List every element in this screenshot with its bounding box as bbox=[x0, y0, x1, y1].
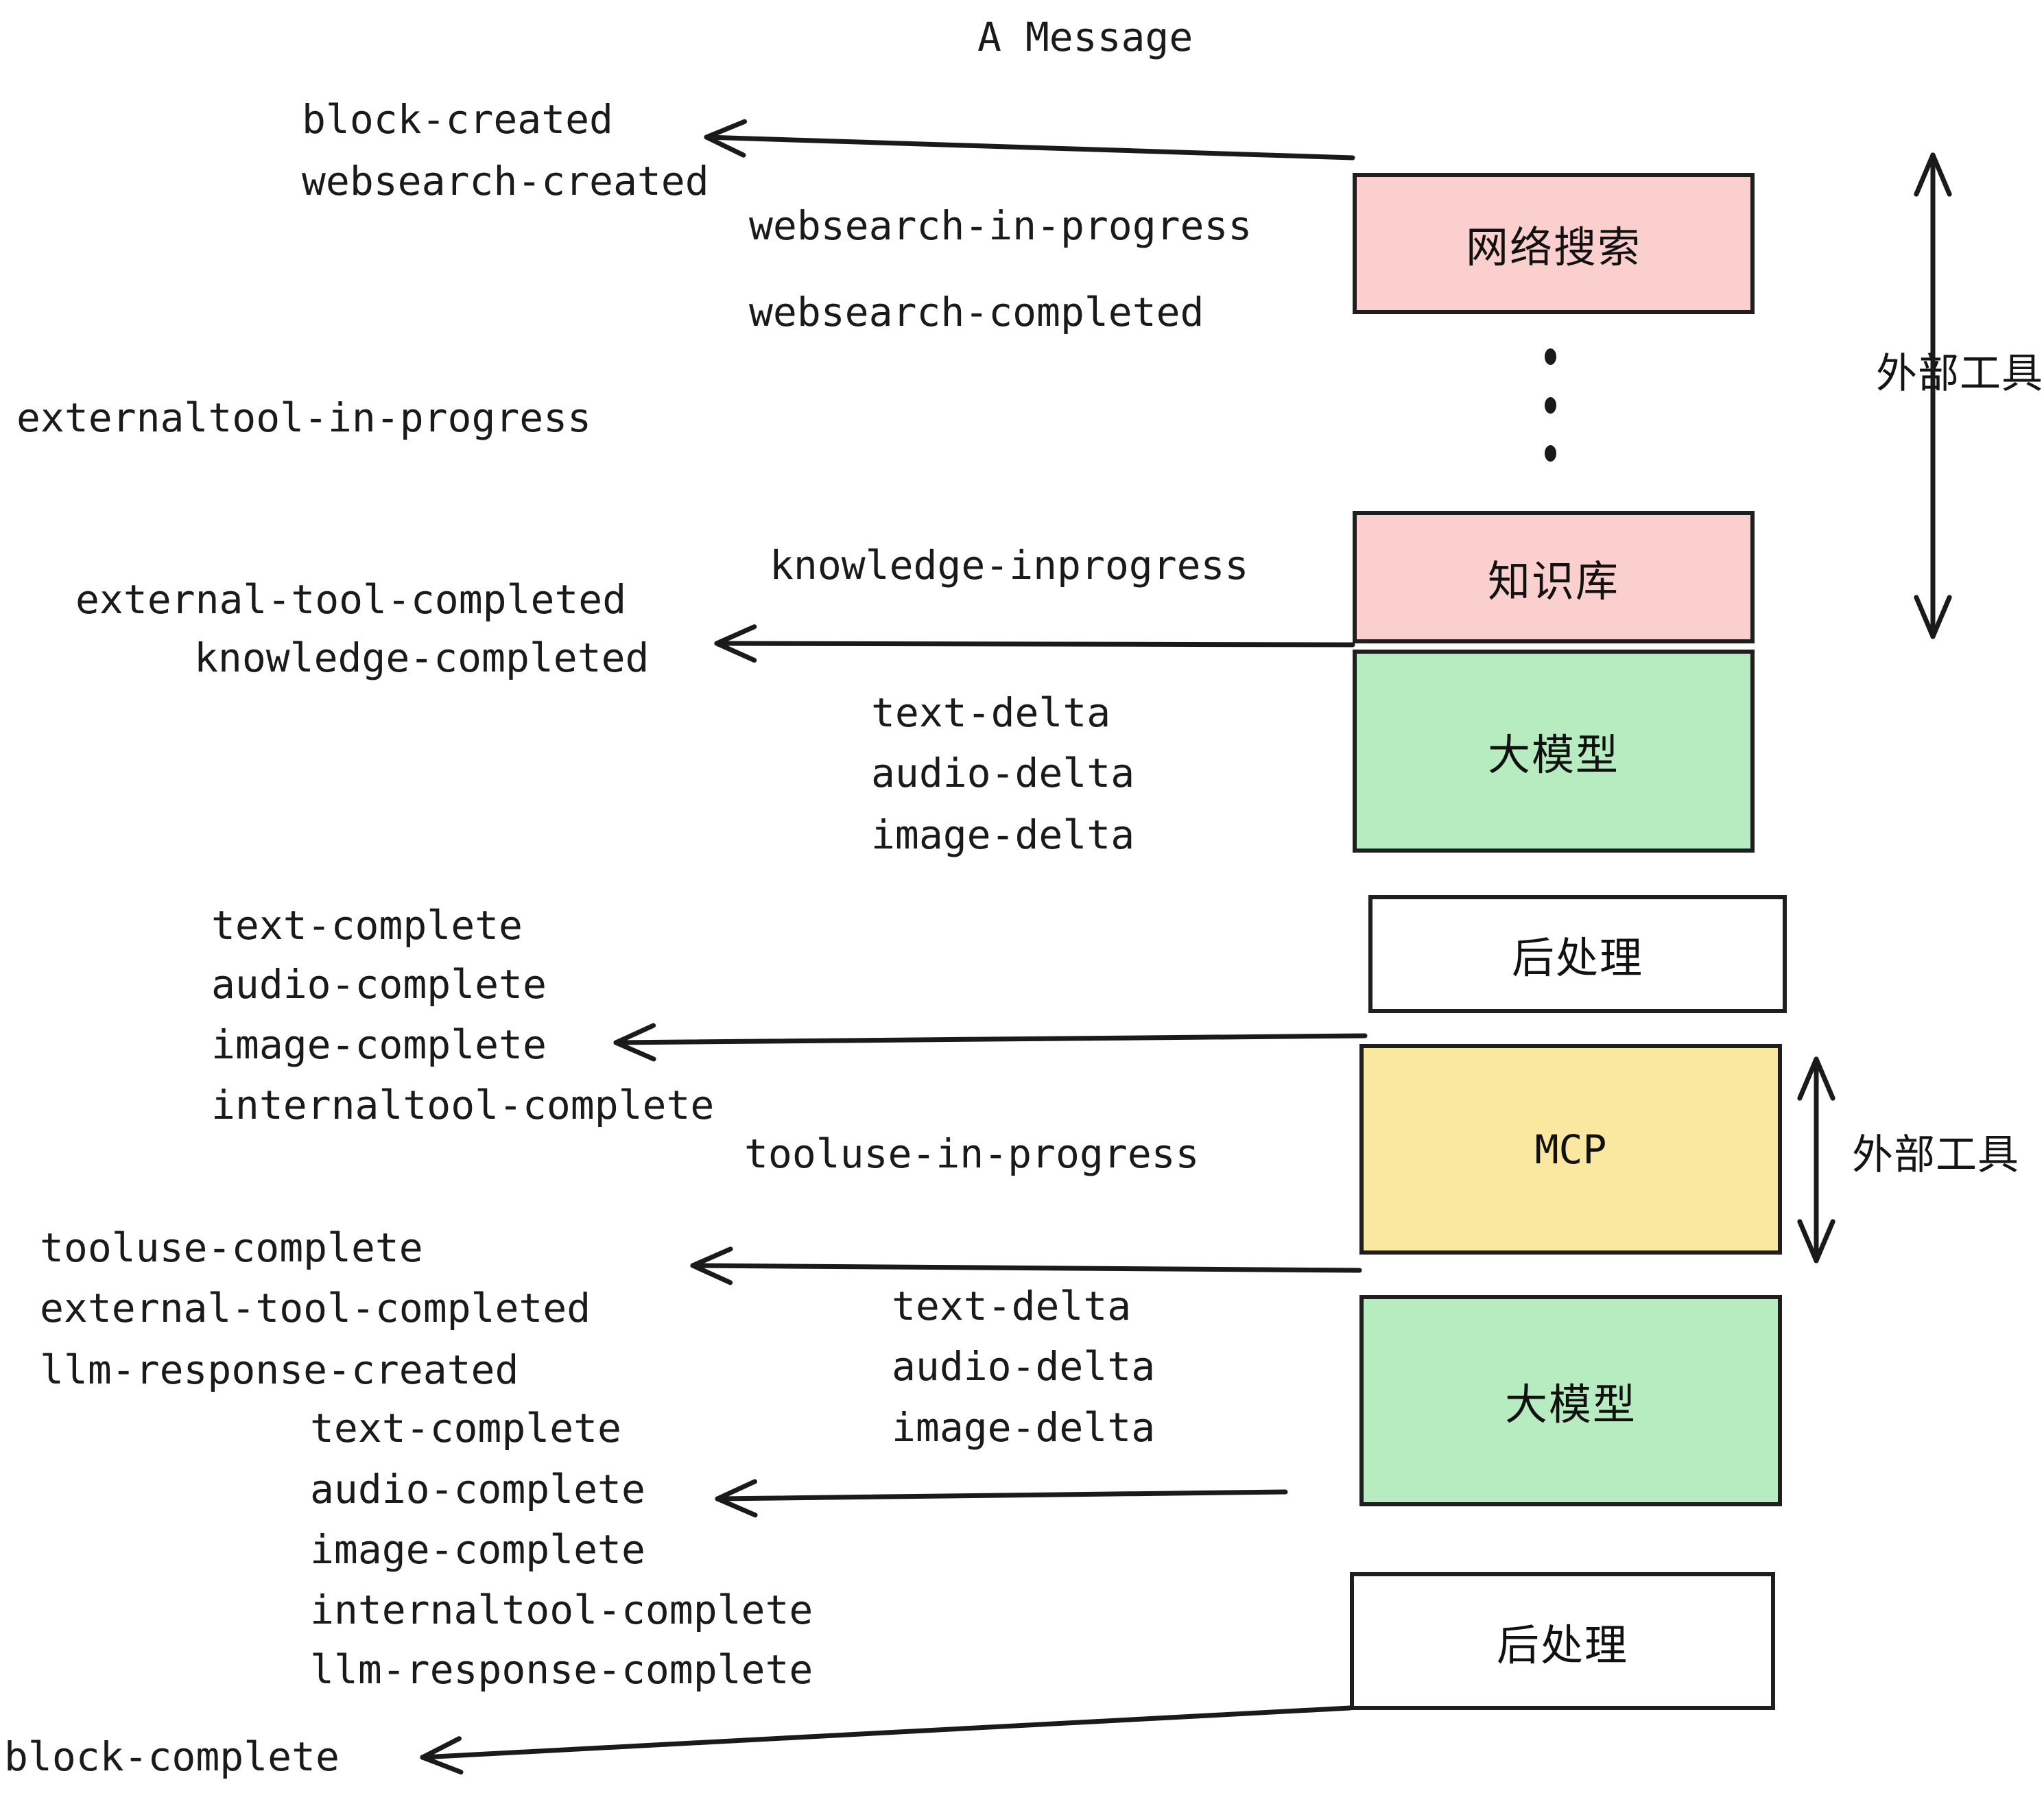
node-label: 大模型 bbox=[1487, 730, 1619, 780]
node-box-knowledge[interactable]: 知识库 bbox=[1353, 511, 1755, 643]
node-box-websearch[interactable]: 网络搜索 bbox=[1353, 173, 1755, 314]
ellipsis-dot bbox=[1545, 348, 1556, 365]
node-label: 后处理 bbox=[1511, 933, 1643, 983]
node-box-postprocess-second[interactable]: 后处理 bbox=[1350, 1572, 1775, 1710]
event-label-internaltool-complete-2: internaltool-complete bbox=[310, 1587, 813, 1633]
event-label-external-tool-completed-2: external-tool-completed bbox=[40, 1285, 591, 1331]
event-label-knowledge-completed: knowledge-completed bbox=[194, 634, 650, 681]
event-label-websearch-created: websearch-created bbox=[302, 158, 709, 204]
event-label-externaltool-in-progress: externaltool-in-progress bbox=[16, 394, 592, 441]
node-box-postprocess-first[interactable]: 后处理 bbox=[1368, 895, 1787, 1013]
event-label-external-tool-completed-1: external-tool-completed bbox=[75, 576, 627, 623]
event-label-audio-complete-1: audio-complete bbox=[211, 961, 547, 1008]
event-label-tooluse-in-progress: tooluse-in-progress bbox=[744, 1130, 1200, 1177]
ellipsis-dot bbox=[1545, 445, 1556, 462]
event-label-image-delta-2: image-delta bbox=[892, 1404, 1156, 1451]
node-label: MCP bbox=[1534, 1126, 1607, 1173]
event-label-tooluse-complete: tooluse-complete bbox=[40, 1224, 423, 1271]
event-label-image-complete-1: image-complete bbox=[211, 1021, 547, 1068]
event-label-audio-complete-2: audio-complete bbox=[310, 1466, 645, 1512]
node-box-mcp[interactable]: MCP bbox=[1359, 1044, 1782, 1255]
event-label-audio-delta-1: audio-delta bbox=[871, 750, 1135, 796]
event-label-internaltool-complete-1: internaltool-complete bbox=[211, 1082, 715, 1128]
vertical-ellipsis-icon bbox=[1545, 348, 1556, 462]
event-label-audio-delta-2: audio-delta bbox=[892, 1343, 1156, 1390]
ellipsis-dot bbox=[1545, 396, 1556, 414]
event-label-websearch-in-progress: websearch-in-progress bbox=[749, 202, 1252, 249]
event-label-text-delta-1: text-delta bbox=[871, 689, 1111, 736]
event-label-llm-response-complete: llm-response-complete bbox=[310, 1646, 813, 1693]
event-label-text-complete-1: text-complete bbox=[211, 902, 523, 949]
node-label: 知识库 bbox=[1487, 556, 1619, 606]
event-label-text-complete-2: text-complete bbox=[310, 1405, 621, 1451]
event-label-block-complete: block-complete bbox=[4, 1733, 340, 1780]
event-label-llm-response-created: llm-response-created bbox=[40, 1346, 519, 1393]
event-label-image-delta-1: image-delta bbox=[871, 811, 1135, 858]
external-tool-label-bottom: 外部工具 bbox=[1852, 1131, 2019, 1179]
event-label-websearch-completed: websearch-completed bbox=[749, 289, 1204, 335]
page-title: A Message bbox=[977, 14, 1193, 60]
node-label: 网络搜索 bbox=[1465, 222, 1641, 272]
event-label-text-delta-2: text-delta bbox=[892, 1283, 1132, 1329]
node-box-llm-second[interactable]: 大模型 bbox=[1359, 1295, 1782, 1506]
event-label-knowledge-inprogress: knowledge-inprogress bbox=[770, 542, 1249, 589]
node-label: 大模型 bbox=[1504, 1379, 1637, 1429]
event-label-block-created: block-created bbox=[302, 96, 613, 143]
node-label: 后处理 bbox=[1496, 1619, 1628, 1670]
event-label-image-complete-2: image-complete bbox=[310, 1526, 645, 1573]
external-tool-label-top: 外部工具 bbox=[1876, 350, 2043, 398]
node-box-llm-first[interactable]: 大模型 bbox=[1353, 650, 1755, 853]
